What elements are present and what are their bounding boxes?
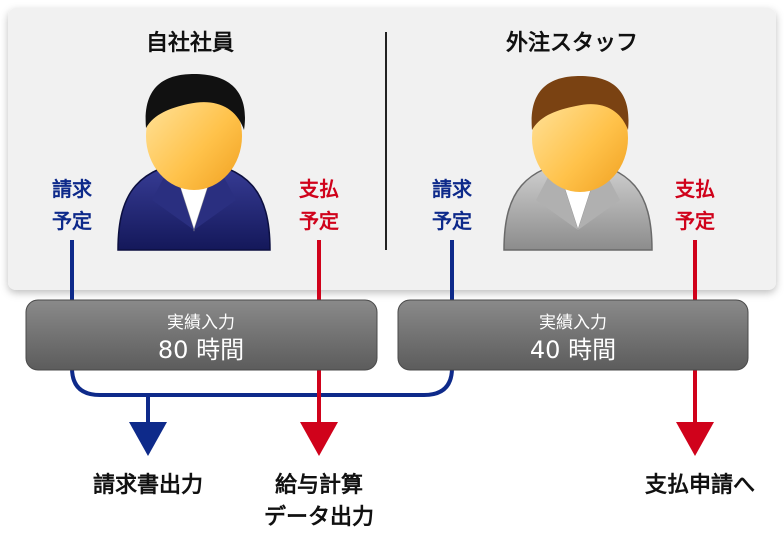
employee-billing-label-2: 予定	[52, 209, 92, 233]
payment-request-arrowhead	[676, 422, 714, 456]
contractor-hours-bar: 実績入力 40 時間	[398, 300, 748, 370]
employee-billing-label-1: 請求	[52, 177, 93, 201]
invoice-arrowhead	[129, 422, 167, 456]
contractor-hours-value: 40 時間	[530, 336, 616, 364]
contractor-payment-label-1: 支払	[675, 177, 715, 201]
employee-payment-label-1: 支払	[299, 177, 339, 201]
employee-payment-label-2: 予定	[299, 209, 339, 233]
payroll-output-label-1: 給与計算	[275, 472, 363, 498]
contractor-payment-label-2: 予定	[675, 209, 715, 233]
contractor-billing-label-1: 請求	[432, 177, 473, 201]
employee-hours-bar: 実績入力 80 時間	[26, 300, 377, 370]
payroll-output-label-2: データ出力	[264, 504, 374, 530]
payment-request-label: 支払申請へ	[645, 472, 755, 498]
employee-hours-value: 80 時間	[158, 336, 244, 364]
employee-hours-caption: 実績入力	[167, 313, 235, 333]
contractor-hours-caption: 実績入力	[539, 313, 607, 333]
payroll-arrowhead	[300, 422, 338, 456]
contractor-title: 外注スタッフ	[506, 30, 638, 56]
employee-title: 自社社員	[146, 30, 234, 56]
contractor-billing-label-2: 予定	[432, 209, 472, 233]
invoice-output-label: 請求書出力	[93, 472, 203, 498]
